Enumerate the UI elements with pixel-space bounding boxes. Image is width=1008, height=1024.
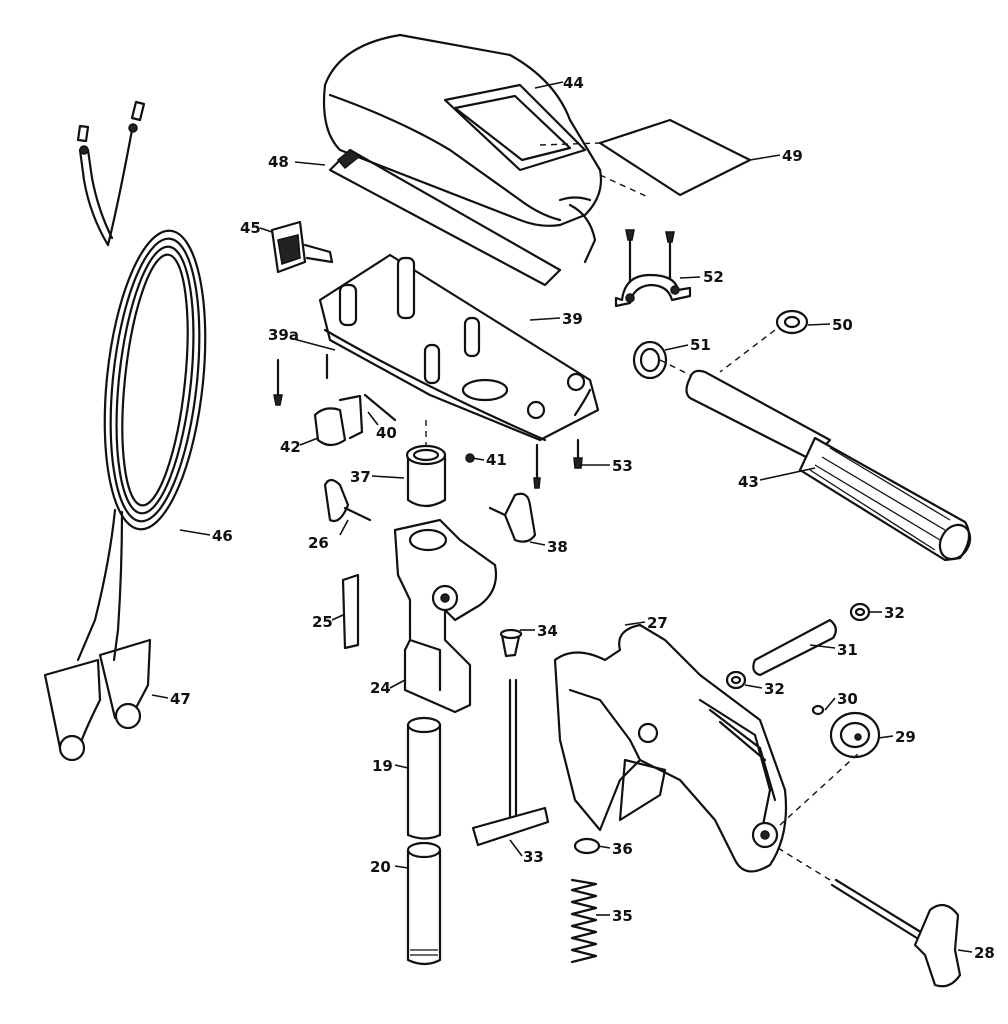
label-43: 43 xyxy=(738,473,759,491)
label-28: 28 xyxy=(974,944,995,962)
housing xyxy=(318,253,600,442)
spring xyxy=(570,878,598,964)
washer-upper xyxy=(849,602,871,622)
label-53: 53 xyxy=(612,457,633,475)
label-40: 40 xyxy=(376,424,397,442)
label-29: 29 xyxy=(895,728,916,746)
nut xyxy=(573,837,601,855)
label-51: 51 xyxy=(690,336,711,354)
label-48: 48 xyxy=(268,153,289,171)
pressure-plate xyxy=(829,711,881,759)
label-39: 39 xyxy=(562,310,583,328)
label-31: 31 xyxy=(837,641,858,659)
label-26: 26 xyxy=(308,534,329,552)
switch xyxy=(270,220,334,274)
label-34: 34 xyxy=(537,622,558,640)
battery-cable-assembly xyxy=(43,100,207,762)
lock-washer xyxy=(775,309,809,335)
label-49: 49 xyxy=(782,147,803,165)
label-32b: 32 xyxy=(764,680,785,698)
transom-clamp xyxy=(553,623,788,873)
label-46: 46 xyxy=(212,527,233,545)
part-labels: 44 48 49 45 52 39 39a 51 50 40 42 41 53 … xyxy=(170,74,995,962)
steering-bracket xyxy=(393,518,498,714)
label-36: 36 xyxy=(612,840,633,858)
label-32a: 32 xyxy=(884,604,905,622)
label-50: 50 xyxy=(832,316,853,334)
spacer xyxy=(341,573,360,650)
top-cover xyxy=(322,33,603,264)
label-35: 35 xyxy=(612,907,633,925)
label-20: 20 xyxy=(370,858,391,876)
leader-lines xyxy=(151,81,973,953)
label-24: 24 xyxy=(370,679,391,697)
label-38: 38 xyxy=(547,538,568,556)
label-33: 33 xyxy=(523,848,544,866)
label-47: 47 xyxy=(170,690,191,708)
clamp-screw xyxy=(777,751,962,988)
label-25: 25 xyxy=(312,613,333,631)
thumb-screw-left xyxy=(323,478,372,523)
label-39a: 39a xyxy=(268,326,299,344)
shaft-sleeve xyxy=(405,420,447,508)
rod-cap xyxy=(499,628,523,658)
thumb-screw-right xyxy=(488,492,537,543)
small-hardware xyxy=(273,229,675,489)
label-37: 37 xyxy=(350,468,371,486)
washer-lower xyxy=(725,670,747,690)
upper-shaft xyxy=(406,716,442,840)
label-30: 30 xyxy=(837,690,858,708)
rivet xyxy=(811,704,825,716)
lower-shaft xyxy=(406,841,442,966)
label-44: 44 xyxy=(563,74,584,92)
tiller-handle xyxy=(659,329,972,562)
label-52: 52 xyxy=(703,268,724,286)
label-42: 42 xyxy=(280,438,301,456)
t-rod xyxy=(471,678,550,847)
bushing xyxy=(632,340,668,380)
label-45: 45 xyxy=(240,219,261,237)
gasket xyxy=(328,148,562,287)
label-27: 27 xyxy=(647,614,668,632)
pivot-pin xyxy=(752,618,837,677)
clamp-bracket xyxy=(614,273,692,308)
label-19: 19 xyxy=(372,757,393,775)
label-41: 41 xyxy=(486,451,507,469)
